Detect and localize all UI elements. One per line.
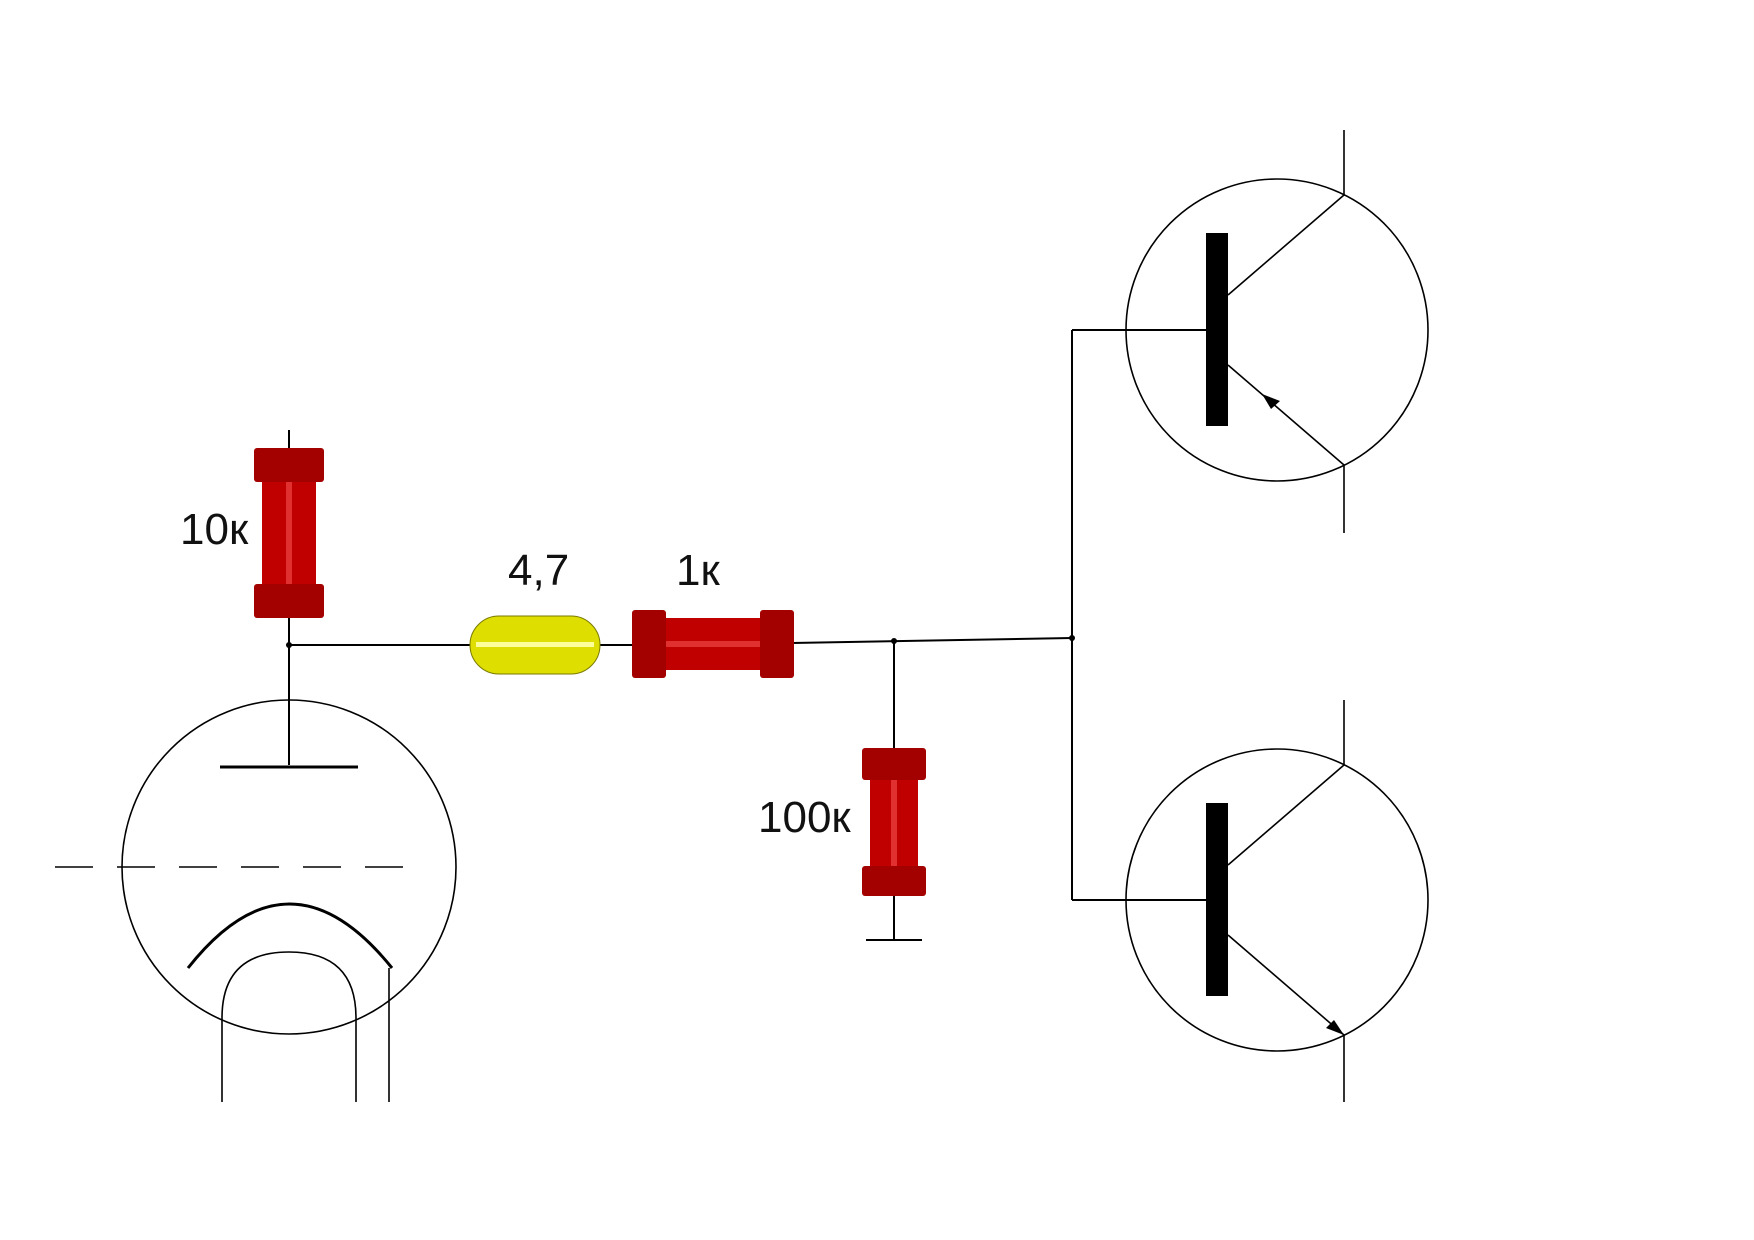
pnp-transistor-icon [1125, 130, 1429, 533]
junction-dot-r100k [891, 638, 897, 644]
resistor-100k [862, 748, 926, 896]
transistor-bottom-base-bar [1206, 803, 1228, 996]
junction-dot-bus [1069, 635, 1075, 641]
resistor-10k-cap-top [254, 448, 324, 482]
resistor-1k-cap-right [760, 610, 794, 678]
label-r-anode: 10к [180, 505, 249, 554]
transistor-bottom-collector [1227, 764, 1345, 866]
capacitor-highlight [476, 642, 594, 647]
resistor-100k-cap-bottom [862, 866, 926, 896]
transistor-bottom-emitter [1227, 934, 1345, 1036]
npn-transistor-icon [1125, 700, 1429, 1102]
resistor-10k-highlight [286, 478, 292, 588]
tube-heater [221, 951, 357, 1102]
wires [286, 329, 1206, 941]
resistor-1k-highlight [660, 641, 766, 647]
transistor-top-collector [1227, 194, 1345, 296]
resistor-10k-cap-bottom [254, 584, 324, 618]
resistor-1k [632, 610, 794, 678]
label-r-series: 1к [676, 546, 720, 595]
transistor-top-envelope [1125, 178, 1429, 482]
resistor-1k-cap-left [632, 610, 666, 678]
label-capacitor: 4,7 [508, 546, 570, 595]
transistor-bottom-envelope [1125, 748, 1429, 1052]
transistor-top-base-bar [1206, 233, 1228, 426]
vacuum-tube-triode-icon [55, 699, 457, 1102]
transistor-top-emitter [1227, 364, 1345, 466]
junction-dot-anode [286, 642, 292, 648]
transistor-bottom-emitter-arrow [1326, 1020, 1344, 1035]
transistor-top-emitter-arrow [1262, 394, 1280, 409]
resistor-10k [254, 448, 324, 618]
label-r-ground: 100к [758, 793, 851, 842]
wire-r1k-to-junction [791, 637, 1073, 644]
capacitor-4-7 [469, 615, 601, 675]
resistor-100k-cap-top [862, 748, 926, 780]
resistor-100k-highlight [891, 775, 897, 871]
tube-cathode-arc [186, 902, 394, 969]
